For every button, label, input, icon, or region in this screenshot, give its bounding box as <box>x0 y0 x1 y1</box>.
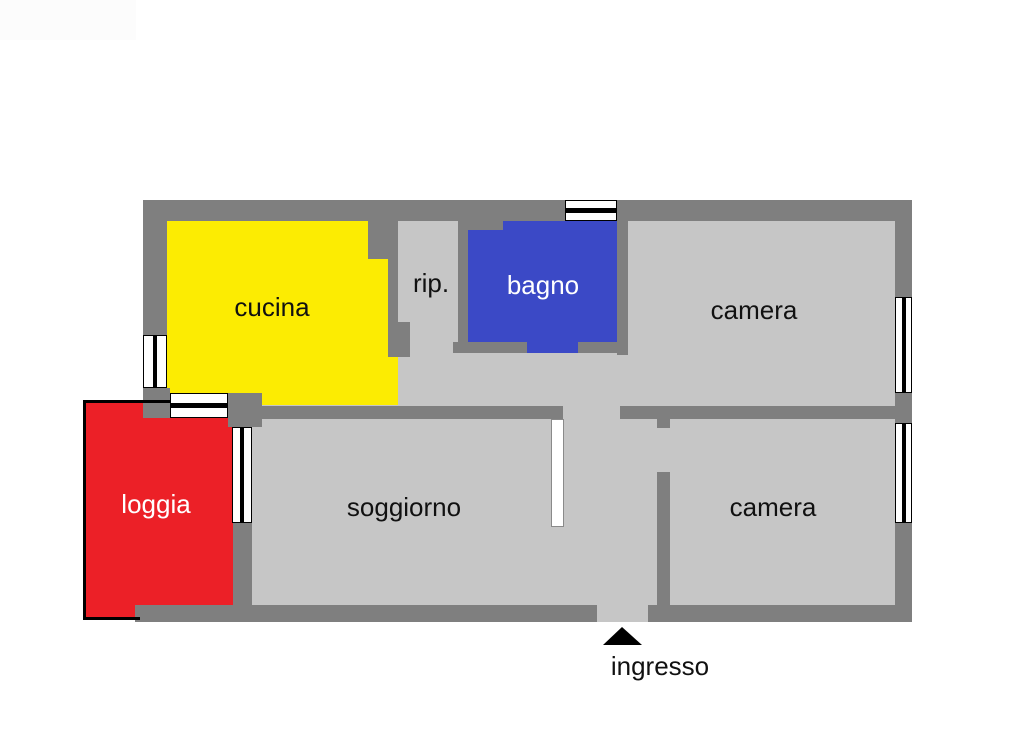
wall-mid-right <box>620 406 895 419</box>
room-label-loggia: loggia <box>121 489 191 519</box>
room-cucina-part <box>388 357 398 405</box>
room-label-camera-top: camera <box>710 295 798 325</box>
room-label-bagno: bagno <box>506 270 580 300</box>
entrance-label: ingresso <box>610 651 710 681</box>
loggia-outline-bottom <box>83 617 140 620</box>
window-glass-line <box>171 402 227 408</box>
wall-top <box>143 200 912 221</box>
loggia-outline-top <box>83 400 170 403</box>
wall-cucina-rip-top <box>368 221 398 259</box>
room-label-cucina: cucina <box>234 292 310 322</box>
wall-rip-stub <box>397 322 410 342</box>
wall-bagno-top-step <box>465 221 503 230</box>
wall-camera2-stub <box>657 419 670 428</box>
window-camera-bottom-right <box>895 423 912 523</box>
wall-mid-soggiorno <box>252 406 563 419</box>
watermark-box <box>0 0 136 40</box>
wall-bottom-right <box>648 605 912 622</box>
window-glass-line <box>153 336 157 387</box>
entrance-arrow-icon <box>603 627 642 645</box>
room-label-camera-bottom: camera <box>729 492 817 522</box>
window-glass-line <box>240 428 244 522</box>
window-glass-line <box>566 207 616 213</box>
wall-right <box>895 221 912 622</box>
door-leaf <box>551 419 564 527</box>
room-loggia <box>86 403 233 617</box>
wall-bottom-left <box>135 605 597 622</box>
window-cucina-loggia <box>170 393 228 418</box>
room-bagno-sill <box>527 342 578 353</box>
wall-rip-door-post <box>388 342 410 357</box>
room-cucina-part <box>368 259 388 405</box>
wall-camera2-left <box>657 472 670 605</box>
room-bagno-part <box>503 221 617 342</box>
window-bagno-top <box>565 200 617 221</box>
window-glass-line <box>901 424 906 522</box>
wall-cucina-rip <box>388 259 398 357</box>
wall-loggia-soggiorno <box>233 523 252 607</box>
entrance-opening <box>597 605 648 622</box>
wall-window-block-left <box>143 388 170 418</box>
room-label-rip: rip. <box>412 268 450 298</box>
room-label-soggiorno: soggiorno <box>346 492 462 522</box>
wall-rip-bagno <box>458 221 468 353</box>
loggia-outline-left <box>83 400 86 620</box>
window-camera-top-right <box>895 297 912 393</box>
window-loggia-soggiorno <box>232 427 252 523</box>
room-cucina <box>167 221 368 405</box>
wall-bagno-right <box>617 221 628 355</box>
window-cucina-left <box>143 335 167 388</box>
room-bagno <box>468 230 503 342</box>
window-glass-line <box>901 298 906 392</box>
